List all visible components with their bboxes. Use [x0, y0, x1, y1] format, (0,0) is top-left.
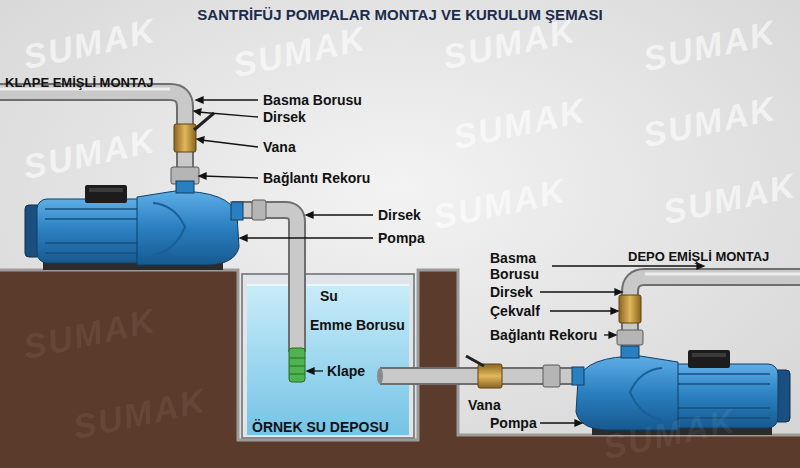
watermark: SUMAK — [20, 302, 159, 365]
part-label: Dirsek — [490, 284, 533, 300]
part-label: Çekvalf — [490, 303, 540, 319]
diagram-title: SANTRİFÜJ POMPALAR MONTAJ VE KURULUM ŞEM… — [0, 6, 800, 24]
part-label: Pompa — [378, 230, 425, 246]
part-label: Basma Borusu — [490, 250, 546, 282]
part-label: Pompa — [490, 415, 537, 431]
left-pipework — [0, 89, 305, 382]
part-label: Klape — [327, 363, 365, 379]
leader-lines — [194, 97, 704, 426]
part-label: Dirsek — [263, 109, 306, 125]
part-label: Su — [320, 288, 338, 304]
part-label: Bağlantı Rekoru — [490, 327, 597, 343]
part-label: KLAPE EMİŞLİ MONTAJ — [5, 75, 154, 91]
watermark: SUMAK — [600, 402, 739, 465]
watermark: SUMAK — [450, 92, 589, 155]
part-label: Vana — [263, 139, 296, 155]
part-label: Dirsek — [378, 207, 421, 223]
watermark: SUMAK — [660, 167, 799, 230]
part-label: Emme Borusu — [310, 317, 405, 333]
part-label: Vana — [468, 397, 501, 413]
part-label: ÖRNEK SU DEPOSU — [252, 419, 389, 435]
watermark: SUMAK — [430, 172, 569, 235]
watermark: SUMAK — [20, 122, 159, 185]
watermark: SUMAK — [20, 12, 159, 75]
watermark: SUMAK — [230, 20, 369, 83]
watermark: SUMAK — [70, 382, 209, 445]
part-label: Bağlantı Rekoru — [263, 170, 370, 186]
watermark: SUMAK — [640, 90, 779, 153]
watermark: SUMAK — [640, 14, 779, 77]
water-tank — [242, 274, 414, 438]
part-label: Basma Borusu — [263, 92, 362, 108]
part-label: DEPO EMİŞLİ MONTAJ — [628, 249, 769, 265]
ground — [0, 270, 800, 468]
